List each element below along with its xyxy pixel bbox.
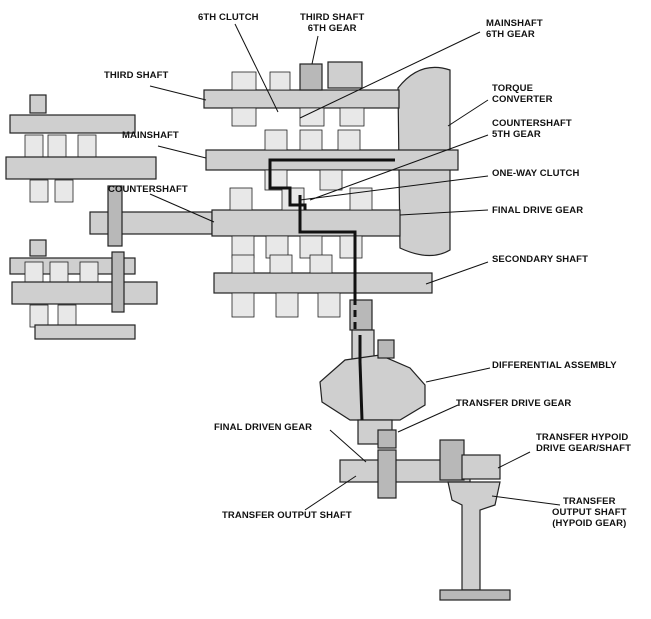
label-countershaft: COUNTERSHAFT [108, 184, 188, 195]
label-differential-assembly: DIFFERENTIAL ASSEMBLY [492, 360, 617, 371]
transfer-column [319, 329, 511, 601]
label-final-drive-gear: FINAL DRIVE GEAR [492, 205, 584, 216]
third-shaft-shape [203, 61, 400, 127]
label-third-shaft-6th-gear: THIRD SHAFT 6TH GEAR [300, 12, 365, 34]
label-third-shaft: THIRD SHAFT [104, 70, 169, 81]
secondary-shaft-shape [213, 254, 433, 331]
label-transfer-output-shaft: TRANSFER OUTPUT SHAFT [222, 510, 352, 521]
label-final-driven-gear: FINAL DRIVEN GEAR [214, 422, 313, 433]
label-secondary-shaft: SECONDARY SHAFT [492, 254, 588, 265]
label-mainshaft: MAINSHAFT [122, 130, 179, 141]
differential-housing [319, 354, 426, 421]
label-transfer-hypoid-drive-gear-shaft: TRANSFER HYPOID DRIVE GEAR/SHAFT [536, 432, 632, 454]
label-countershaft-5th-gear: COUNTERSHAFT 5TH GEAR [492, 118, 572, 140]
label-transfer-drive-gear: TRANSFER DRIVE GEAR [456, 398, 572, 409]
left-lower-assembly [9, 239, 158, 340]
hypoid-gear-shape [447, 481, 501, 591]
label-one-way-clutch: ONE-WAY CLUTCH [492, 168, 580, 179]
leader-lines [149, 23, 561, 511]
power-flow-path [268, 158, 395, 421]
label-mainshaft-6th-gear: MAINSHAFT 6TH GEAR [486, 18, 543, 40]
label-torque-converter: TORQUE CONVERTER [492, 83, 553, 105]
left-upper-assembly [5, 94, 213, 247]
countershaft-shape [211, 187, 401, 259]
label-6th-clutch: 6TH CLUTCH [198, 12, 259, 23]
label-transfer-output-shaft-hypoid-gear: TRANSFER OUTPUT SHAFT (HYPOID GEAR) [552, 496, 627, 529]
